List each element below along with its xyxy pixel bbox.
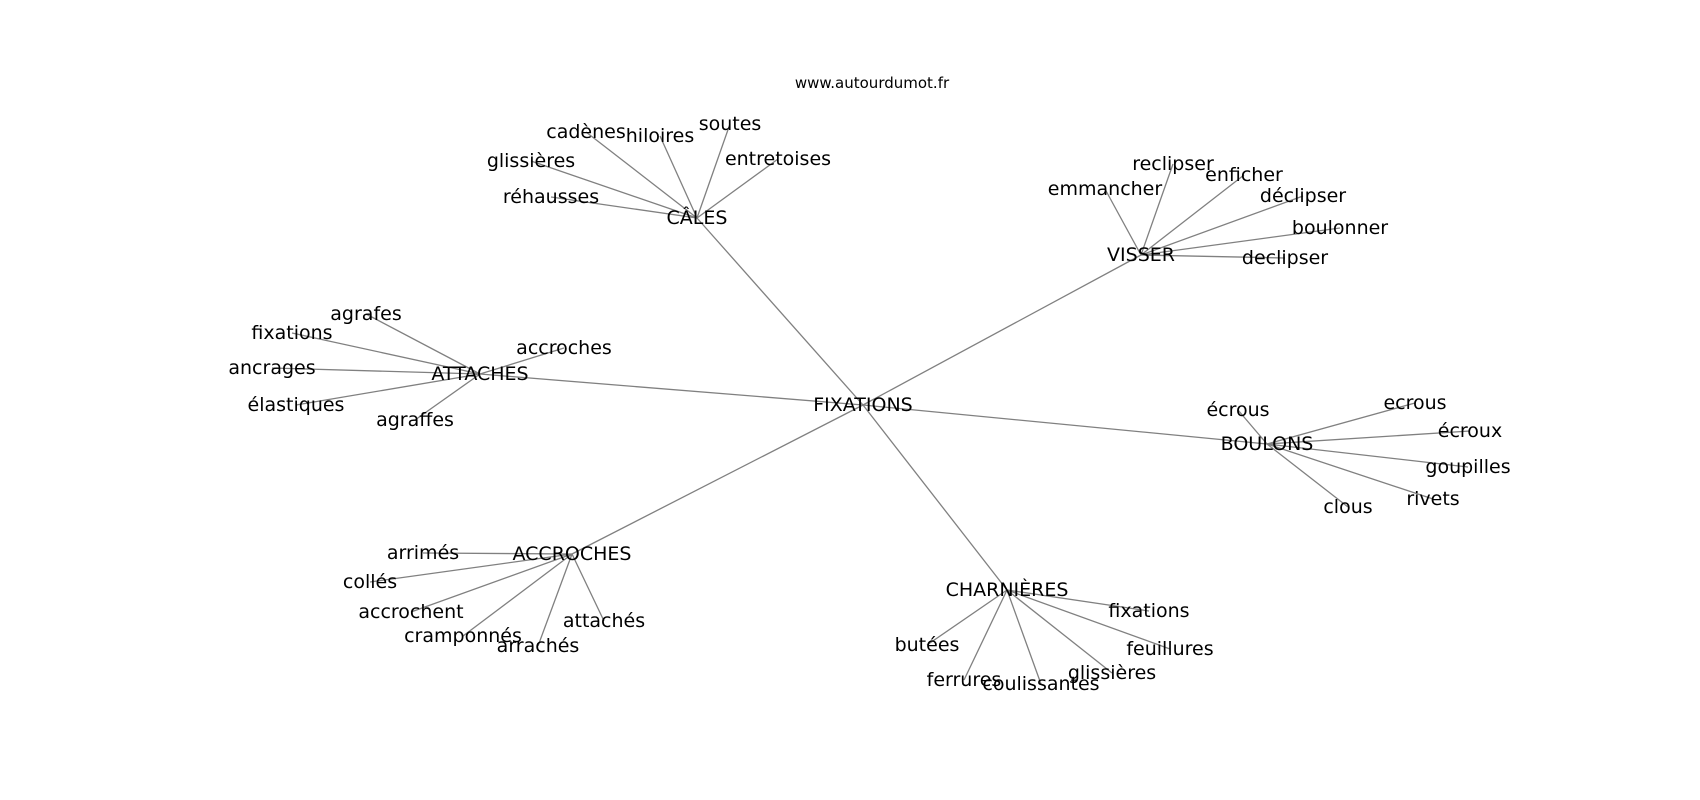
edge-cales-soutes — [696, 123, 731, 219]
node-leaf-declipser: declipser — [1242, 247, 1328, 269]
edge-attaches-accroches — [479, 347, 565, 375]
node-group-boulons: BOULONS — [1221, 433, 1314, 455]
edge-cales-glissieres — [530, 160, 698, 219]
edge-boulons-goupilles — [1266, 443, 1469, 468]
node-leaf-attaches: attachés — [563, 610, 645, 632]
node-leaf-ecroux: écroux — [1438, 420, 1502, 442]
node-leaf-fixations: fixations — [251, 322, 332, 344]
edge-attaches-agrafes — [365, 313, 481, 375]
node-group-visser: VISSER — [1107, 244, 1175, 266]
node-leaf-soutes: soutes — [699, 113, 762, 135]
edges-layer — [271, 123, 1471, 685]
edge-fixations-charnieres — [862, 404, 1008, 591]
node-leaf-ecrous: ecrous — [1383, 392, 1446, 414]
edge-accroches-arraches — [537, 553, 573, 647]
edge-boulons-ecrous — [1266, 402, 1416, 445]
edge-boulons-clous — [1266, 443, 1349, 508]
edge-boulons-ecroux — [1266, 430, 1471, 445]
node-leaf-feuillures: feuillures — [1126, 638, 1213, 660]
node-leaf-rivets: rivets — [1406, 488, 1459, 510]
node-group-attaches: ATTACHES — [431, 363, 528, 385]
edge-cales-hiloires — [659, 135, 698, 219]
edge-fixations-cales — [696, 217, 864, 406]
edge-accroches-arrimes — [422, 552, 573, 555]
node-leaf-cramponnes: cramponnés — [404, 625, 522, 647]
edge-cales-rehausses — [550, 196, 698, 219]
node-leaf-butees: butées — [895, 634, 960, 656]
node-leaf-boulonner: boulonner — [1292, 217, 1388, 239]
edge-attaches-fixations — [291, 332, 481, 375]
edge-fixations-visser — [862, 254, 1142, 406]
edge-attaches-ancrages — [271, 367, 481, 375]
node-leaf-glissieres: glissières — [1068, 662, 1156, 684]
edge-charnieres-ferrures — [963, 589, 1008, 681]
edge-attaches-elastiques — [295, 373, 481, 406]
edge-boulons-ecrous — [1237, 409, 1268, 445]
node-leaf-arrimes: arrimés — [387, 542, 459, 564]
node-leaf-goupilles: goupilles — [1425, 456, 1510, 478]
edge-accroches-accrochent — [410, 553, 573, 613]
edge-charnieres-fixations — [1006, 589, 1150, 612]
node-leaf-agrafes: agrafes — [330, 303, 401, 325]
edge-accroches-colles — [369, 553, 573, 583]
node-leaf-ancrages: ancrages — [228, 357, 315, 379]
edge-accroches-cramponnes — [462, 553, 573, 637]
node-leaf-ferrures: ferrures — [927, 669, 1002, 691]
edge-visser-boulonner — [1140, 227, 1341, 256]
node-leaf-glissieres: glissières — [487, 150, 575, 172]
node-leaf-arraches: arrachés — [497, 635, 580, 657]
node-leaf-colles: collés — [343, 571, 397, 593]
edge-fixations-accroches — [571, 404, 864, 555]
edge-visser-reclipser — [1140, 163, 1174, 256]
source-label: www.autourdumot.fr — [795, 74, 950, 92]
node-group-cales: CÂLES — [667, 206, 728, 229]
node-leaf-cadenes: cadènes — [546, 121, 625, 143]
node-leaf-enficher: enficher — [1205, 164, 1283, 186]
node-leaf-clous: clous — [1323, 496, 1372, 518]
edge-boulons-rivets — [1266, 443, 1434, 500]
node-group-charnieres: CHARNIÈRES — [946, 578, 1069, 601]
edge-cales-cadenes — [585, 131, 698, 219]
node-leaf-entretoises: entretoises — [725, 148, 831, 170]
node-leaf-ecrous: écrous — [1206, 399, 1269, 421]
edge-visser-declipser — [1140, 254, 1286, 259]
edge-fixations-boulons — [862, 404, 1268, 445]
node-leaf-elastiques: élastiques — [248, 394, 345, 416]
node-leaf-coulissantes: coulissantes — [982, 673, 1099, 695]
edge-charnieres-butees — [926, 589, 1008, 646]
edge-accroches-attaches — [571, 553, 605, 622]
node-leaf-declipser: déclipser — [1260, 185, 1346, 207]
node-leaf-hiloires: hiloires — [626, 125, 695, 147]
node-leaf-rehausses: réhausses — [503, 186, 599, 208]
edge-visser-declipser — [1140, 195, 1304, 256]
node-leaf-accroches: accroches — [516, 337, 612, 359]
edge-visser-emmancher — [1104, 188, 1142, 256]
edge-charnieres-coulissantes — [1006, 589, 1042, 685]
node-leaf-emmancher: emmancher — [1048, 178, 1163, 200]
edge-fixations-attaches — [479, 373, 864, 406]
node-leaf-reclipser: reclipser — [1132, 153, 1214, 175]
edge-charnieres-glissieres — [1006, 589, 1113, 674]
node-leaf-accrochent: accrochent — [358, 601, 463, 623]
edge-charnieres-feuillures — [1006, 589, 1171, 650]
edge-cales-entretoises — [696, 158, 779, 219]
node-center: FIXATIONS — [813, 394, 913, 416]
node-leaf-agraffes: agraffes — [376, 409, 454, 431]
edge-attaches-agraffes — [414, 373, 481, 421]
node-leaf-fixations: fixations — [1108, 600, 1189, 622]
edge-visser-enficher — [1140, 174, 1245, 256]
node-group-accroches: ACCROCHES — [513, 543, 632, 565]
